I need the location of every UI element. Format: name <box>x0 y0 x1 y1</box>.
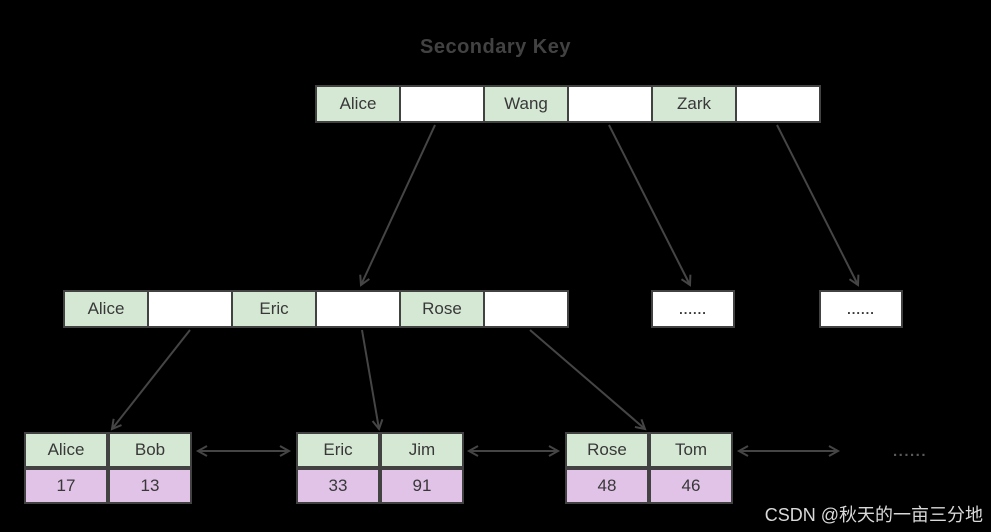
key-cell: Eric <box>296 432 380 468</box>
pointer-cell <box>567 85 653 123</box>
overflow-node: ...... <box>819 290 903 328</box>
leaf-node: Eric Jim 33 91 <box>296 432 464 504</box>
key-cell: Jim <box>380 432 464 468</box>
value-cell: 46 <box>649 468 733 504</box>
arrow-root-to-overflow-2 <box>776 124 860 287</box>
key-cell: Bob <box>108 432 192 468</box>
internal-node: Alice Eric Rose <box>63 290 569 328</box>
overflow-node: ...... <box>651 290 735 328</box>
diagram-title: Secondary Key <box>419 36 571 58</box>
key-cell: Zark <box>651 85 737 123</box>
value-cell: 17 <box>24 468 108 504</box>
pointer-cell <box>399 85 485 123</box>
arrow-internal-to-leaf-3 <box>529 329 647 431</box>
key-cell: Alice <box>24 432 108 468</box>
key-cell: Tom <box>649 432 733 468</box>
pointer-cell <box>147 290 233 328</box>
arrow-root-to-internal <box>359 124 436 287</box>
leaf-node: Alice Bob 17 13 <box>24 432 192 504</box>
key-cell: Rose <box>565 432 649 468</box>
root-node: Alice Wang Zark <box>315 85 821 123</box>
watermark: CSDN @秋天的一亩三分地 <box>764 505 983 525</box>
arrow-root-to-overflow-1 <box>608 124 692 287</box>
pointer-cell <box>483 290 569 328</box>
value-cell: 33 <box>296 468 380 504</box>
pointer-cell <box>735 85 821 123</box>
leaf-chain-ellipsis: ...... <box>892 443 927 460</box>
key-cell: Eric <box>231 290 317 328</box>
pointer-cell <box>315 290 401 328</box>
key-cell: Alice <box>63 290 149 328</box>
key-cell: Alice <box>315 85 401 123</box>
key-cell: Wang <box>483 85 569 123</box>
arrow-internal-to-leaf-1 <box>110 329 191 431</box>
value-cell: 13 <box>108 468 192 504</box>
leaf-node: Rose Tom 48 46 <box>565 432 733 504</box>
arrow-internal-to-leaf-2 <box>361 329 384 432</box>
value-cell: 91 <box>380 468 464 504</box>
value-cell: 48 <box>565 468 649 504</box>
key-cell: Rose <box>399 290 485 328</box>
